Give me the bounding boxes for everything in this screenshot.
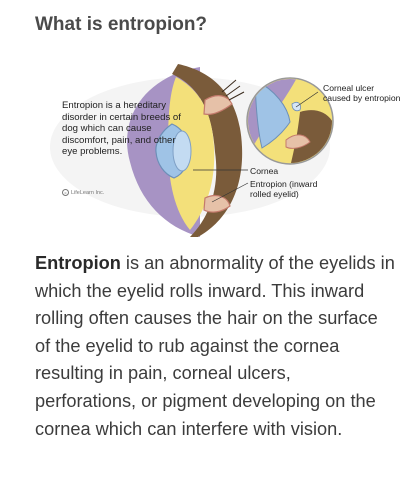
- ulcer-leader-line: [295, 91, 319, 108]
- lens-shape: [172, 130, 192, 172]
- eyelashes: [221, 79, 245, 101]
- zoom-rolled-lid: [285, 134, 311, 149]
- figure-credit: c LifeLearn Inc.: [62, 189, 104, 196]
- label-corneal-ulcer: Corneal ulcer caused by entropion: [323, 83, 401, 103]
- copyright-icon: c: [62, 189, 69, 196]
- page-title: What is entropion?: [35, 14, 208, 35]
- label-entropion: Entropion (inward rolled eyelid): [250, 179, 318, 199]
- eye-cross-section-diagram: [50, 64, 334, 237]
- entropion-leader-line: [211, 182, 249, 203]
- figure-description: Entropion is a hereditary disorder in ce…: [62, 100, 181, 158]
- label-cornea: Cornea: [250, 166, 279, 176]
- term-entropion: Entropion: [35, 253, 121, 273]
- entropion-illustration: Entropion is a hereditary disorder in ce…: [0, 52, 402, 240]
- paragraph-text: is an abnormality of the eyelids in whic…: [35, 253, 395, 439]
- lower-eyelid-rolled: [203, 194, 231, 213]
- upper-eyelid-rolled: [203, 95, 233, 115]
- body-paragraph: Entropion is an abnormality of the eyeli…: [35, 250, 395, 443]
- zoom-cornea: [254, 79, 291, 149]
- credit-text: LifeLearn Inc.: [71, 189, 105, 196]
